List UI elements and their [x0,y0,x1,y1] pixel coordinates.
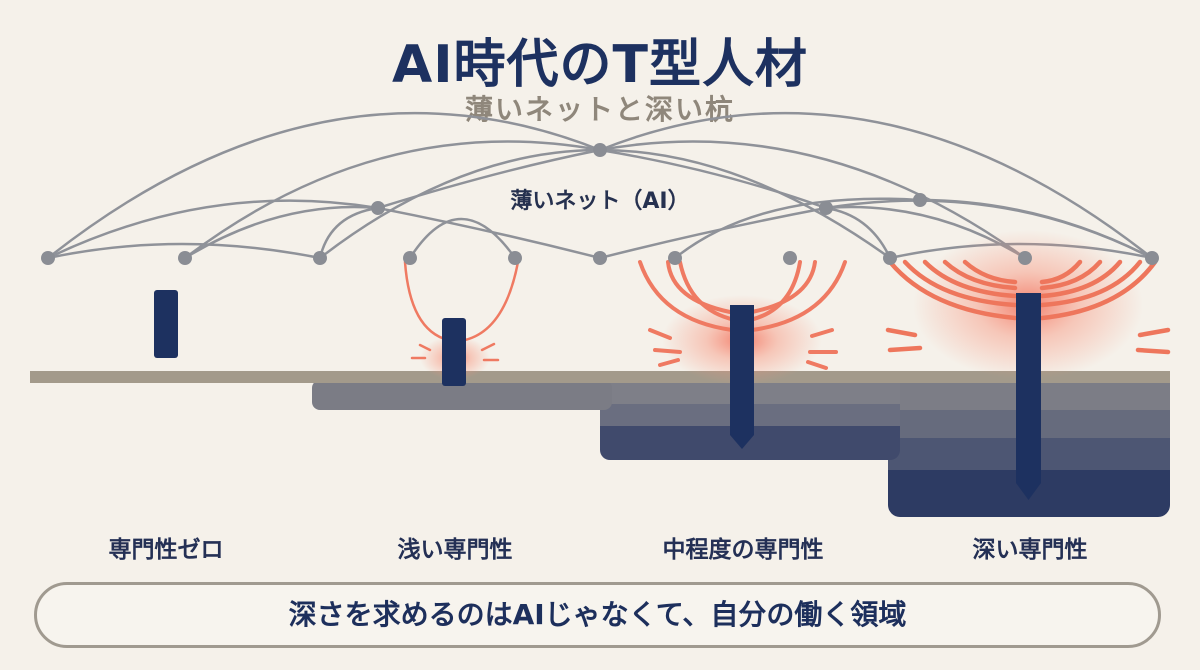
stake-shallow [442,318,466,386]
net-arc [408,217,517,259]
net-arc [825,206,892,259]
net-node [313,251,327,265]
depth-shallow-block [312,380,612,410]
net-nodes [41,143,1159,265]
net-arc [599,140,1026,260]
level-label-zero: 専門性ゼロ [108,537,224,563]
net-arc [599,111,1153,259]
net-node [593,251,607,265]
ground-strata [30,371,1170,517]
pull-lines-medium [638,260,847,370]
spark [480,342,496,352]
net-label: 薄いネット（AI） [510,189,690,214]
net-node [178,251,192,265]
net-arc [377,148,601,210]
stake-zero [154,290,178,358]
net-arc [47,242,321,260]
net-node [913,193,927,207]
spark [418,343,432,352]
net-node [1018,251,1032,265]
net-arc [318,206,379,259]
net-arc [599,206,827,260]
net-arc [47,199,379,260]
net-arc [184,140,601,259]
pull-lines [403,260,520,362]
net-node [1145,251,1159,265]
net-node [371,201,385,215]
footer-message: 深さを求めるのはAIじゃなくて、自分の働く領域 [34,582,1161,648]
surface-line-left [30,371,312,383]
net-node [819,201,833,215]
pull-line-shallow [403,260,450,342]
page-subtitle: 薄いネットと深い杭 [464,93,735,126]
net-arc [919,198,1153,260]
net-arc [674,197,921,259]
pull-line-shallow [463,260,520,342]
net-node [403,251,417,265]
net-arc [47,111,601,259]
net-node [883,251,897,265]
net-node [783,251,797,265]
level-label-medium: 中程度の専門性 [662,537,824,563]
pull-lines-deep [885,259,1171,355]
stake-deep [1016,293,1041,500]
level-label-shallow: 浅い専門性 [397,537,513,563]
level-label-deep: 深い専門性 [972,537,1088,563]
stakes [154,290,1041,500]
net-arc [599,148,827,210]
net-arc [319,148,601,259]
net-node [508,251,522,265]
net-node [41,251,55,265]
net-node [593,143,607,157]
net-node [668,251,682,265]
stake-medium [730,305,754,449]
net-arc [377,206,601,260]
net-arc [599,148,891,260]
page-title: AI時代のT型人材 [391,35,809,95]
